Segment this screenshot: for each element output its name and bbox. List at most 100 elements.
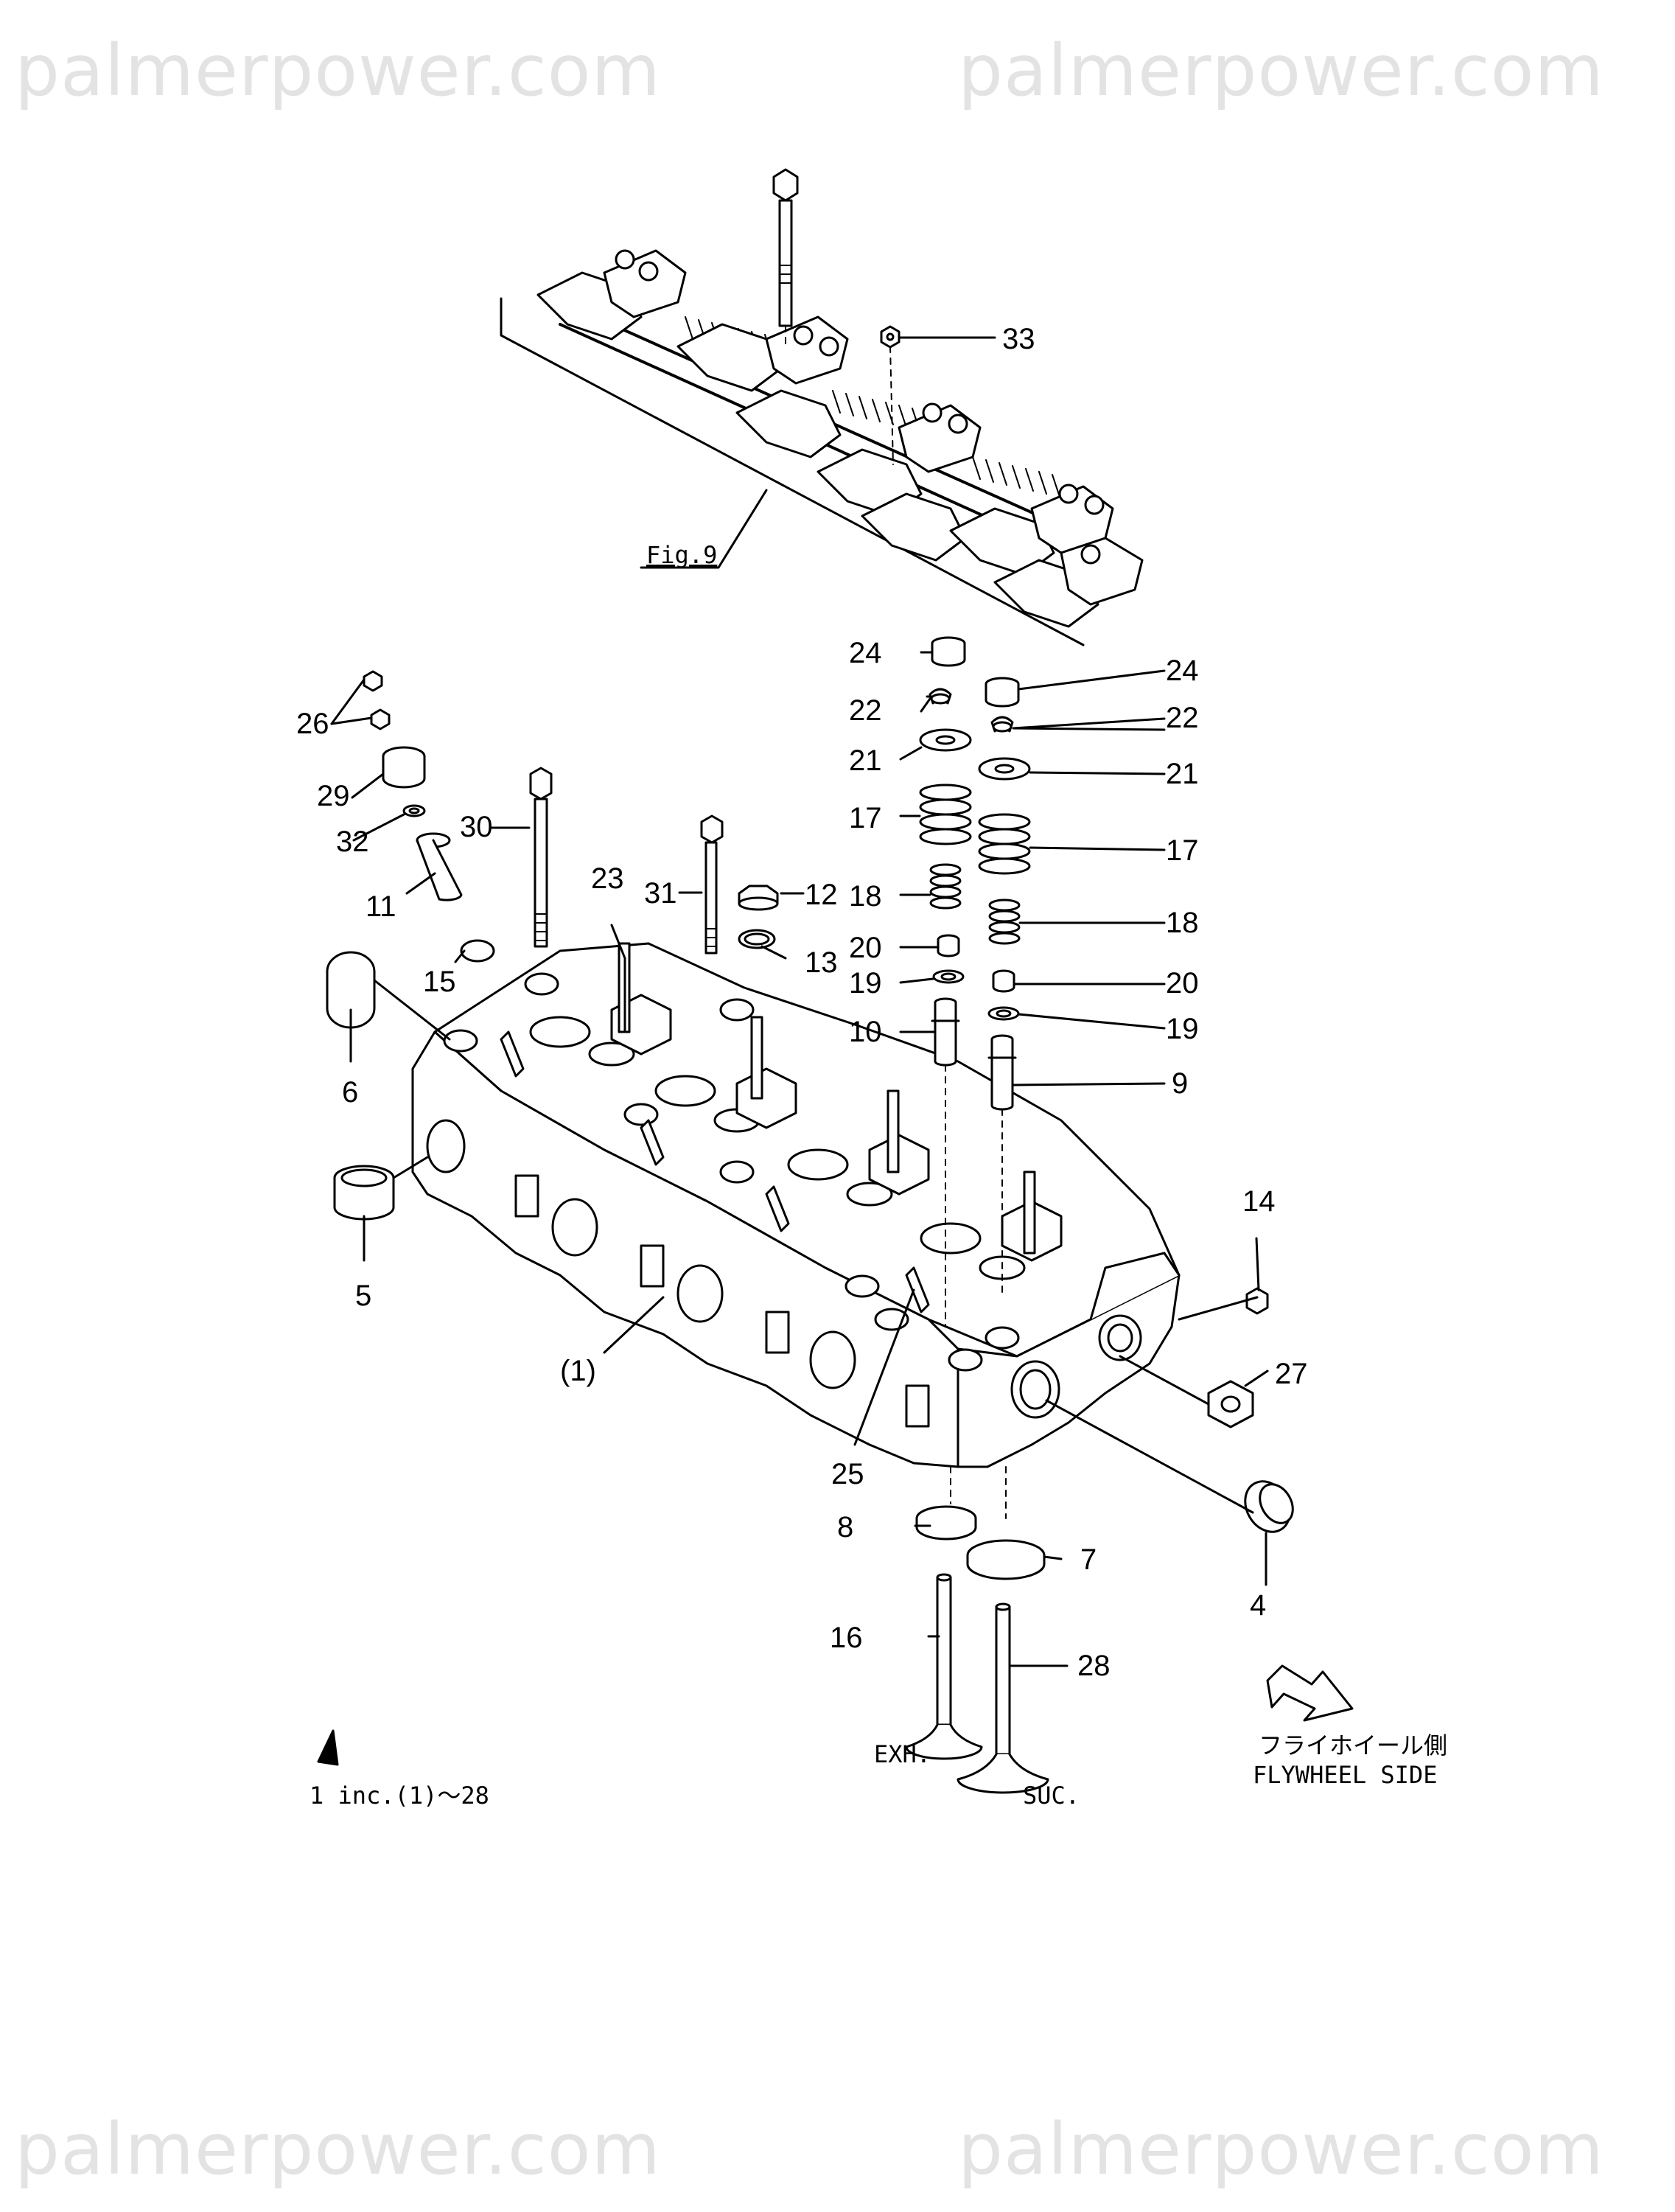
- nut-33: [880, 325, 901, 349]
- spring-18-right: [988, 899, 1021, 945]
- retainer-21-right: [978, 757, 1031, 781]
- bolt-30: [529, 767, 553, 948]
- callout-10: 10: [849, 1016, 882, 1048]
- glow-plugs: [500, 1030, 930, 1313]
- valve-28: [957, 1602, 1049, 1794]
- label-suction: SUC.: [1023, 1782, 1080, 1810]
- callout-11: 11: [366, 890, 396, 923]
- cotter-22-right: [990, 716, 1014, 733]
- callout-12: 12: [805, 879, 838, 911]
- callout-30: 30: [460, 811, 493, 843]
- callout-27: 27: [1275, 1358, 1308, 1390]
- figure-ref: Fig.9: [646, 541, 718, 569]
- callout-18-left: 18: [849, 880, 882, 913]
- callout-9: 9: [1172, 1067, 1189, 1100]
- callout-6: 6: [342, 1076, 359, 1109]
- bolt-31: [700, 814, 724, 955]
- spring-17-right: [978, 813, 1031, 875]
- callout-28: 28: [1077, 1650, 1111, 1682]
- valve-guide-10: [931, 997, 960, 1067]
- ring-4: [1244, 1480, 1294, 1533]
- callout-23: 23: [591, 862, 624, 895]
- callout-16: 16: [830, 1622, 863, 1654]
- washer-19-left: [932, 969, 965, 984]
- callout-4: 4: [1250, 1589, 1267, 1622]
- callout-19-right: 19: [1166, 1013, 1199, 1045]
- callout-26: 26: [296, 708, 329, 740]
- left-parts: [326, 670, 779, 1221]
- label-exhaust: EXH.: [874, 1740, 931, 1768]
- callout-22-left: 22: [849, 694, 882, 727]
- seat-8: [915, 1505, 977, 1541]
- seat-7: [966, 1539, 1046, 1580]
- callout-15: 15: [423, 966, 456, 998]
- plug-14: [1245, 1287, 1269, 1315]
- rocker-bolt: [772, 168, 799, 327]
- valve-16: [905, 1573, 983, 1760]
- spring-18-left: [929, 863, 962, 910]
- leader-lines: [317, 651, 1354, 1766]
- callout-19-left: 19: [849, 967, 882, 999]
- watermark-bottom-right: palmerpower.com: [958, 2108, 1604, 2191]
- plug-27: [1207, 1380, 1254, 1428]
- callout-8: 8: [837, 1511, 854, 1543]
- set-note-triangle: [317, 1729, 339, 1766]
- callout-5: 5: [355, 1280, 372, 1312]
- callout-25: 25: [831, 1458, 864, 1490]
- callout-32: 32: [336, 826, 369, 858]
- label-flywheel-en: FLYWHEEL SIDE: [1253, 1761, 1438, 1789]
- watermark-top-left: palmerpower.com: [15, 29, 661, 112]
- head-ports: [426, 1119, 930, 1428]
- callout-33: 33: [1002, 323, 1035, 355]
- ring-5: [333, 1165, 395, 1221]
- callout-29: 29: [317, 780, 350, 812]
- callout-20-left: 20: [849, 932, 882, 964]
- rocker-arm-assembly: [500, 168, 1144, 646]
- leader-33-dash: [889, 346, 894, 465]
- valve-cap-24-left: [931, 636, 966, 667]
- gasket-13: [738, 929, 776, 949]
- sleeve-11: [416, 832, 463, 901]
- adjusting-screws: [615, 249, 1105, 565]
- callout-20-right: 20: [1166, 967, 1199, 999]
- callout-17-left: 17: [849, 802, 882, 834]
- nut-26-a: [363, 670, 383, 692]
- stem-seal-20-left: [937, 934, 960, 957]
- retainer-21-left: [919, 728, 972, 752]
- callout-17-right: 17: [1166, 834, 1199, 867]
- washer-19-right: [987, 1006, 1020, 1021]
- fig9-leader: [640, 489, 768, 569]
- side-holes: [1010, 1314, 1142, 1419]
- plug-6: [326, 951, 376, 1029]
- valve-guide-9: [987, 1034, 1017, 1111]
- callout-13: 13: [805, 946, 838, 979]
- cotter-22-left: [929, 688, 952, 705]
- watermark-top-right: palmerpower.com: [958, 29, 1604, 112]
- callout-14: 14: [1242, 1185, 1276, 1218]
- watermark-bottom-left: palmerpower.com: [15, 2108, 661, 2191]
- part-29: [382, 746, 426, 789]
- valve-cap-24-right: [985, 677, 1020, 708]
- callout-1: (1): [560, 1355, 596, 1387]
- valve-parts: [919, 636, 1031, 1111]
- cylinder-head: [411, 942, 1181, 1519]
- spring-17-left: [919, 784, 972, 845]
- callout-22-right: 22: [1166, 702, 1199, 734]
- rocker-arms: [536, 249, 1144, 628]
- oring-15: [460, 939, 495, 963]
- callout-7: 7: [1080, 1543, 1097, 1576]
- callout-21-left: 21: [849, 744, 882, 777]
- plug-12: [738, 885, 779, 911]
- callout-21-right: 21: [1166, 758, 1199, 790]
- label-flywheel-jp: フライホイール側: [1259, 1731, 1448, 1759]
- callout-24-left: 24: [849, 637, 882, 669]
- bolt-bosses: [443, 972, 1020, 1372]
- bottom-parts: [905, 1287, 1294, 1794]
- callout-24-right: 24: [1166, 655, 1199, 687]
- callout-31: 31: [644, 877, 677, 910]
- flywheel-arrow: [1266, 1664, 1354, 1722]
- label-set-note: 1 inc.(1)～28: [310, 1782, 489, 1810]
- nut-26-b: [370, 708, 391, 730]
